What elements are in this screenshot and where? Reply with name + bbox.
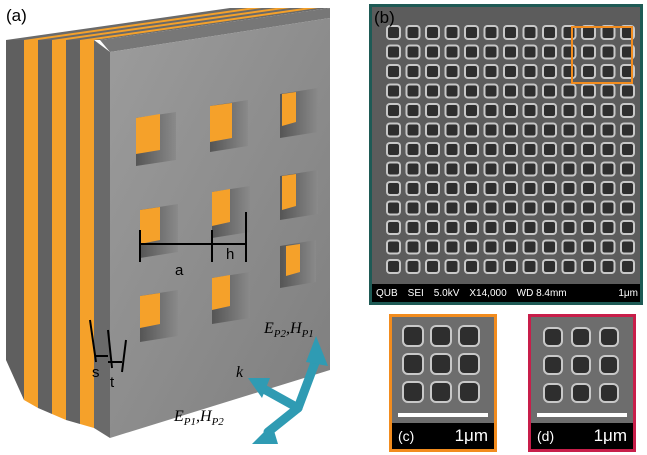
cube-side-face	[6, 40, 110, 438]
wavevector-label: k	[236, 364, 244, 381]
dimension-label-a: a	[175, 262, 184, 279]
inset-d-caption: (d) 1μm	[531, 423, 633, 449]
inset-panel-c: (c) 1μm	[389, 314, 497, 452]
inset-c-scale: 1μm	[454, 426, 488, 445]
cube-top-face	[6, 8, 330, 52]
panel-a-label: (a)	[6, 6, 27, 25]
sem-info-bar: QUB SEI 5.0kV X14,000 WD 8.4mm 1μm	[372, 284, 640, 302]
panel-b-label: (b)	[374, 8, 395, 27]
dimension-label-t: t	[110, 374, 115, 391]
sem-org: QUB	[376, 287, 398, 299]
dimension-label-h: h	[226, 246, 235, 263]
dimension-label-s: s	[92, 364, 100, 381]
field-label-lower: EP1,HP2	[174, 408, 224, 429]
sem-scale: 1μm	[618, 287, 638, 299]
inset-c-grid	[398, 325, 488, 417]
sem-working-distance: WD 8.4mm	[516, 287, 567, 299]
dimension-lines	[89, 212, 247, 373]
sem-mode: SEI	[407, 287, 424, 299]
sem-voltage: 5.0kV	[433, 287, 460, 299]
inset-d-label: (d)	[537, 428, 555, 444]
inset-c-caption: (c) 1μm	[392, 423, 494, 449]
hole-array	[136, 88, 318, 342]
inset-c-label: (c)	[398, 428, 415, 444]
inset-d-grid	[537, 327, 627, 417]
sem-hole-grid	[372, 7, 640, 284]
field-label-upper: EP2,HP1	[264, 320, 314, 341]
polarization-arrows	[248, 336, 328, 444]
inset-d-scale: 1μm	[593, 426, 627, 445]
metamaterial-cube-illustration	[6, 8, 330, 444]
inset-panel-d: (d) 1μm	[528, 314, 636, 452]
sem-highlight-box	[571, 26, 633, 84]
sem-magnification: X14,000	[469, 287, 507, 299]
sem-image-panel-b: QUB SEI 5.0kV X14,000 WD 8.4mm 1μm	[369, 4, 643, 305]
